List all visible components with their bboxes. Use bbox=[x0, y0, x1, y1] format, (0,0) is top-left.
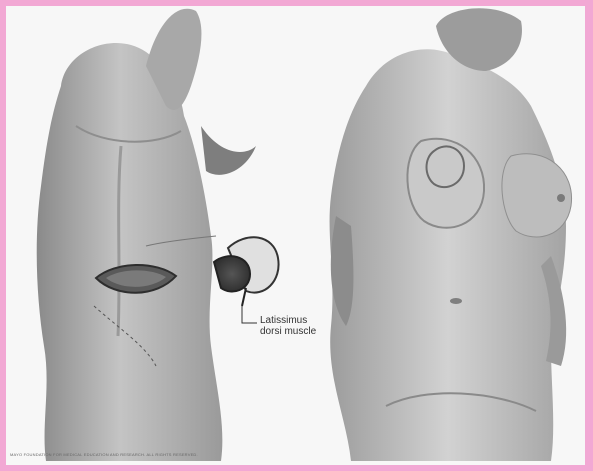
muscle-label: Latissimus dorsi muscle bbox=[260, 315, 316, 337]
muscle-flap bbox=[214, 237, 279, 306]
illustration-frame: Latissimus dorsi muscle MAYO FOUNDATION … bbox=[6, 6, 585, 465]
underarm-shadow bbox=[201, 126, 256, 175]
copyright-text: MAYO FOUNDATION FOR MEDICAL EDUCATION AN… bbox=[10, 452, 198, 458]
illustration-art bbox=[6, 6, 585, 465]
navel bbox=[450, 298, 462, 304]
label-leader bbox=[242, 306, 257, 323]
back-torso bbox=[37, 43, 223, 461]
front-torso bbox=[330, 49, 566, 461]
front-view-figure bbox=[330, 8, 572, 461]
back-view-figure bbox=[37, 9, 279, 461]
